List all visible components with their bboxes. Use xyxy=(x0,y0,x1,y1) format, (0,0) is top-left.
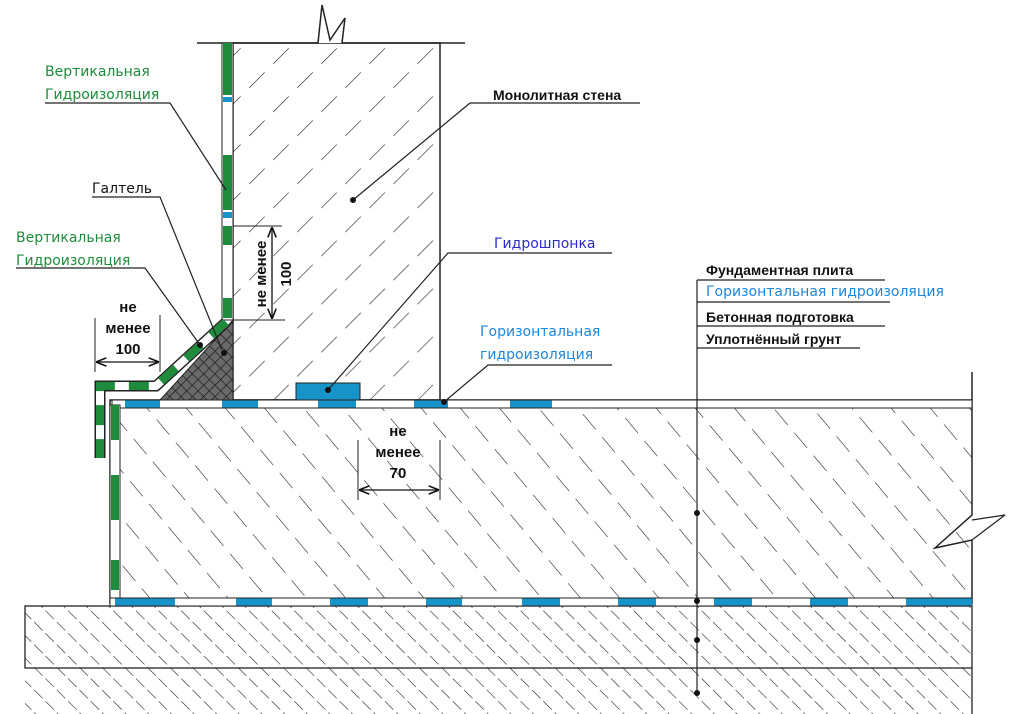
dimension-left: не менее 100 xyxy=(94,299,161,372)
leader-dots xyxy=(197,197,700,696)
compacted-soil xyxy=(25,668,973,714)
label-layer-soil: Уплотнённый грунт xyxy=(706,331,841,347)
label-layer-slab: Фундаментная плита xyxy=(706,262,853,278)
dim-wall-label: не менее xyxy=(253,241,270,308)
break-line xyxy=(197,4,465,44)
horizontal-waterproofing-bottom xyxy=(109,597,973,607)
dim-left-line1: не xyxy=(119,299,136,316)
vertical-waterproofing-lower xyxy=(94,317,230,599)
label-horizontal-mid-1: Горизонтальная xyxy=(480,324,600,340)
dim-wall-value: 100 xyxy=(278,261,295,286)
label-horizontal-mid-2: гидроизоляция xyxy=(480,347,593,363)
dim-left-value: 100 xyxy=(115,341,140,358)
dimension-slab: не менее 70 xyxy=(357,423,441,500)
label-monolith-wall: Монолитная стена xyxy=(493,87,621,103)
horizontal-waterproofing-top xyxy=(111,399,973,409)
monolithic-wall xyxy=(197,4,465,401)
concrete-preparation xyxy=(24,605,973,669)
vertical-waterproofing-wall xyxy=(221,42,234,321)
label-waterstop: Гидрошпонка xyxy=(494,236,596,252)
label-vertical-lower-1: Вертикальная xyxy=(16,230,121,246)
label-layer-concrete-prep: Бетонная подготовка xyxy=(706,309,854,325)
dimension-wall: не менее 100 xyxy=(233,225,295,321)
leader-lines xyxy=(16,102,890,695)
label-galtel: Галтель xyxy=(92,181,152,197)
dim-slab-line2: менее xyxy=(375,444,420,461)
galtel-fillet xyxy=(158,318,234,401)
dim-slab-line1: не xyxy=(389,423,406,440)
dim-slab-value: 70 xyxy=(390,465,407,482)
foundation-slab xyxy=(109,372,1006,604)
dim-left-line2: менее xyxy=(105,320,150,337)
label-layer-waterproofing: Горизонтальная гидроизоляция xyxy=(706,284,944,300)
label-vertical-lower-2: Гидроизоляция xyxy=(16,253,130,269)
label-vertical-top-1: Вертикальная xyxy=(45,64,150,80)
label-vertical-top-2: Гидроизоляция xyxy=(45,87,159,103)
